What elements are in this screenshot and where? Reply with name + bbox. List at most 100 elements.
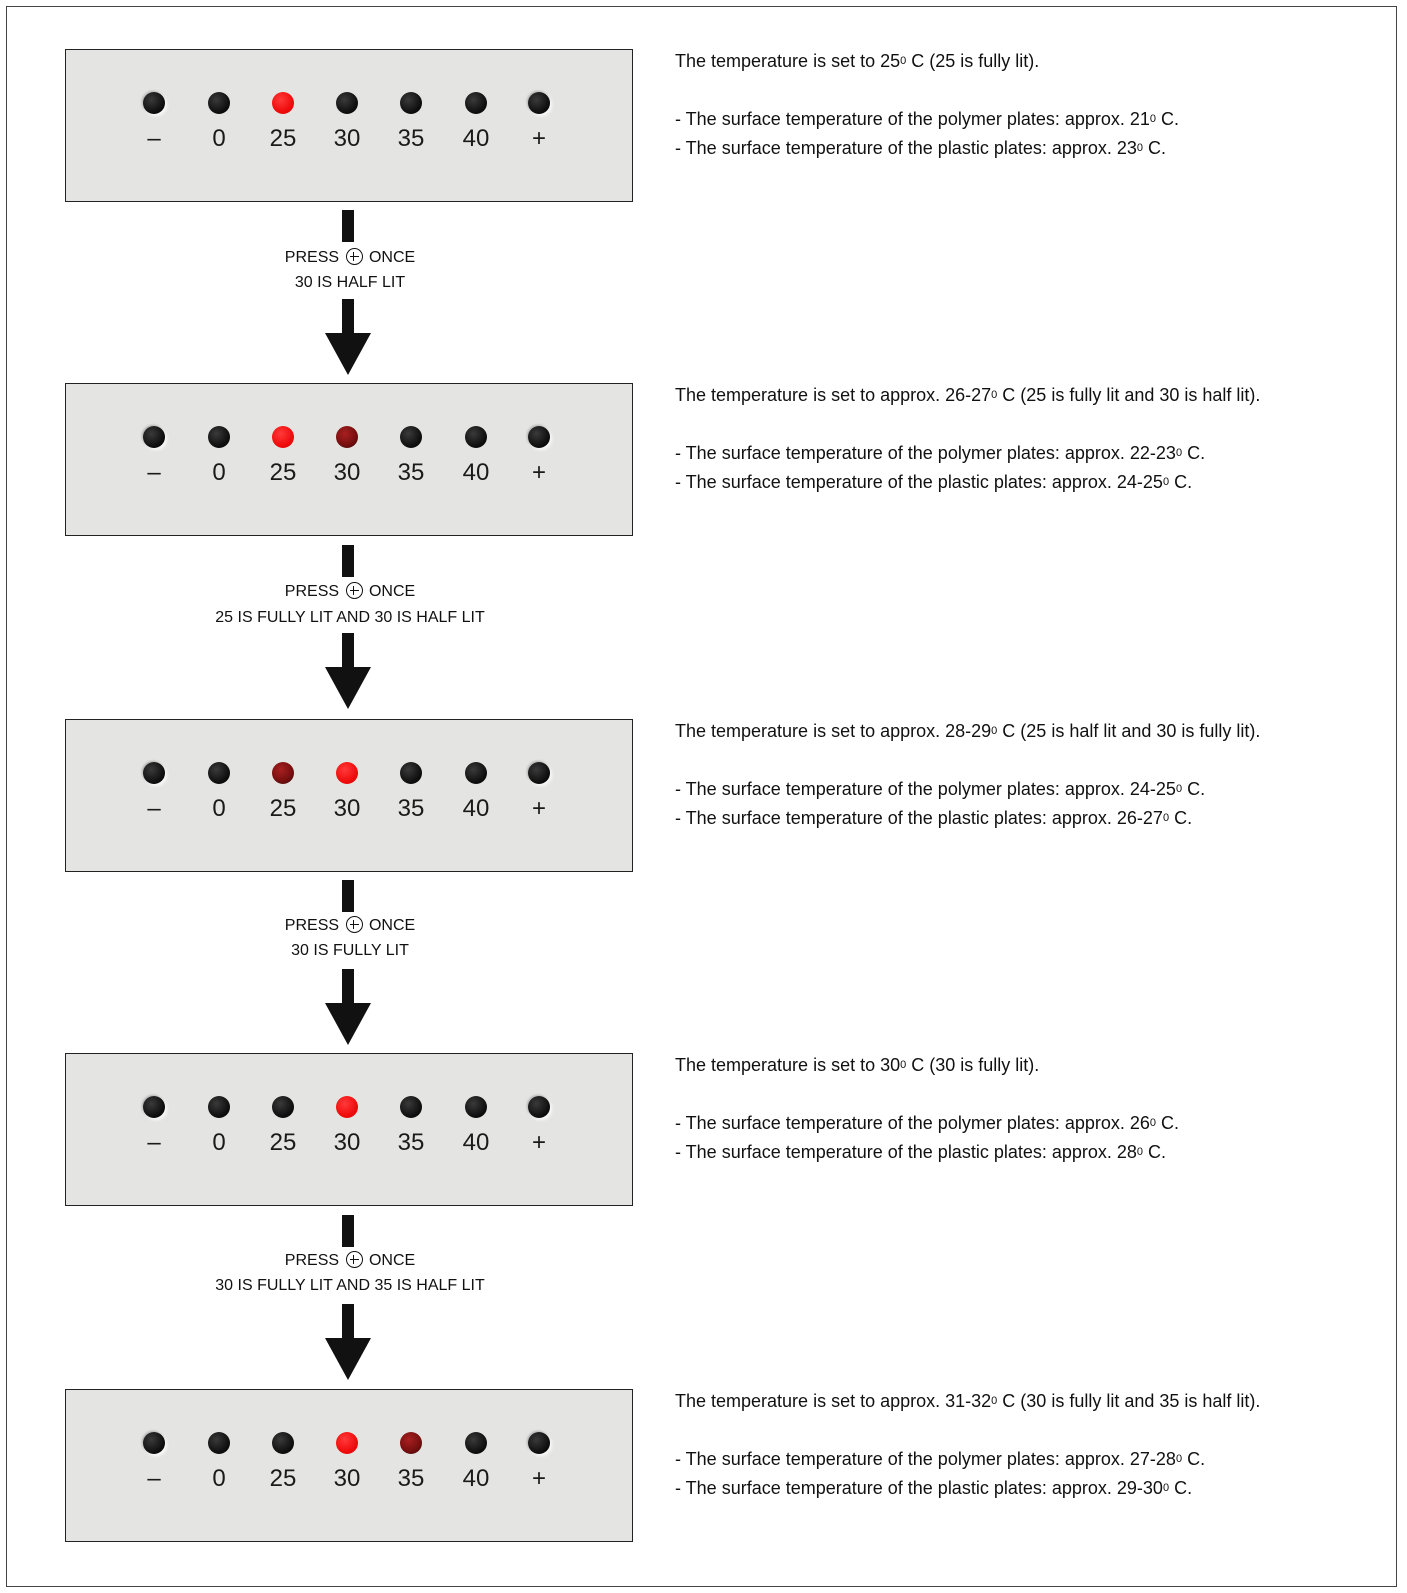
plus-button[interactable] (528, 1432, 550, 1454)
panel-slot-minus[interactable]: – (129, 1096, 179, 1156)
panel-label-0: 0 (212, 795, 226, 822)
panel-label-minus: – (147, 459, 161, 486)
panel-label-minus: – (147, 125, 161, 152)
led-25-half (272, 762, 294, 784)
transition-1-status-caption: 30 IS HALF LIT (294, 274, 406, 291)
panel-label-0: 0 (212, 125, 226, 152)
minus-button[interactable] (143, 1096, 165, 1118)
led-0-off (208, 762, 230, 784)
panel-label-25: 25 (269, 1129, 297, 1156)
transition-1-press-caption: PRESS ONCE (284, 248, 416, 266)
panel-slot-35: 35 (386, 426, 436, 486)
panel-label-40: 40 (462, 1129, 490, 1156)
transition-4-status-caption: 30 IS FULLY LIT AND 35 IS HALF LIT (215, 1277, 485, 1294)
minus-button[interactable] (143, 762, 165, 784)
panel-slot-30: 30 (322, 1432, 372, 1492)
panel-slot-35: 35 (386, 92, 436, 152)
step-1-polymer-text: - The surface temperature of the polymer… (675, 109, 1180, 129)
connector-bar (342, 545, 354, 577)
panel-slot-25: 25 (258, 1432, 308, 1492)
step-4-polymer-text: - The surface temperature of the polymer… (675, 1113, 1180, 1133)
panel-label-0: 0 (212, 459, 226, 486)
panel-label-minus: – (147, 1465, 161, 1492)
diagram-frame (6, 6, 1397, 1587)
panel-slot-35: 35 (386, 1096, 436, 1156)
panel-label-35: 35 (397, 795, 425, 822)
panel-slot-plus[interactable]: + (514, 762, 564, 822)
panel-slot-minus[interactable]: – (129, 92, 179, 152)
connector-bar (342, 210, 354, 242)
panel-slot-35: 35 (386, 762, 436, 822)
panel-slot-minus[interactable]: – (129, 1432, 179, 1492)
panel-label-0: 0 (212, 1465, 226, 1492)
step-2-polymer-text: - The surface temperature of the polymer… (675, 443, 1206, 463)
panel-slot-30: 30 (322, 1096, 372, 1156)
led-0-off (208, 92, 230, 114)
minus-button[interactable] (143, 426, 165, 448)
minus-button[interactable] (143, 92, 165, 114)
panel-slot-30: 30 (322, 762, 372, 822)
step-2-description: The temperature is set to approx. 26-270… (675, 381, 1355, 497)
panel-label-minus: – (147, 795, 161, 822)
panel-slot-30: 30 (322, 426, 372, 486)
panel-slot-0: 0 (194, 1096, 244, 1156)
panel-slot-25: 25 (258, 1096, 308, 1156)
plus-button-icon (345, 248, 363, 265)
panel-label-plus: + (531, 795, 546, 822)
panel-label-plus: + (531, 1465, 546, 1492)
step-5-plastic-text: - The surface temperature of the plastic… (675, 1478, 1193, 1498)
panel-slot-30: 30 (322, 92, 372, 152)
plus-button[interactable] (528, 92, 550, 114)
led-25-off (272, 1096, 294, 1118)
panel-slot-40: 40 (451, 762, 501, 822)
plus-button-icon (345, 916, 363, 933)
panel-slot-plus[interactable]: + (514, 1096, 564, 1156)
panel-label-40: 40 (462, 459, 490, 486)
led-0-off (208, 426, 230, 448)
step-2-setting-text: The temperature is set to approx. 26-270… (675, 385, 1261, 405)
panel-label-plus: + (531, 459, 546, 486)
panel-slot-plus[interactable]: + (514, 92, 564, 152)
led-25-full (272, 92, 294, 114)
panel-slot-35: 35 (386, 1432, 436, 1492)
panel-slot-plus[interactable]: + (514, 426, 564, 486)
step-5-polymer-text: - The surface temperature of the polymer… (675, 1449, 1206, 1469)
step-3-setting-text: The temperature is set to approx. 28-290… (675, 721, 1261, 741)
down-arrow-icon (325, 633, 371, 709)
plus-button[interactable] (528, 426, 550, 448)
led-35-half (400, 1432, 422, 1454)
panel-slot-minus[interactable]: – (129, 426, 179, 486)
led-40-off (465, 92, 487, 114)
minus-button[interactable] (143, 1432, 165, 1454)
connector-bar (342, 1215, 354, 1247)
panel-label-40: 40 (462, 125, 490, 152)
panel-slot-25: 25 (258, 762, 308, 822)
led-30-full (336, 1432, 358, 1454)
panel-label-plus: + (531, 1129, 546, 1156)
panel-label-35: 35 (397, 1465, 425, 1492)
panel-slot-minus[interactable]: – (129, 762, 179, 822)
led-0-off (208, 1096, 230, 1118)
led-25-off (272, 1432, 294, 1454)
down-arrow-icon (325, 1304, 371, 1380)
panel-slot-0: 0 (194, 92, 244, 152)
step-4-description: The temperature is set to 300 C (30 is f… (675, 1051, 1355, 1167)
panel-label-35: 35 (397, 459, 425, 486)
panel-label-35: 35 (397, 1129, 425, 1156)
plus-button-icon (345, 1251, 363, 1268)
panel-label-40: 40 (462, 795, 490, 822)
panel-label-30: 30 (333, 1465, 361, 1492)
panel-label-25: 25 (269, 795, 297, 822)
panel-slot-plus[interactable]: + (514, 1432, 564, 1492)
step-4-setting-text: The temperature is set to 300 C (30 is f… (675, 1055, 1040, 1075)
down-arrow-icon (325, 969, 371, 1045)
transition-2-status-caption: 25 IS FULLY LIT AND 30 IS HALF LIT (215, 609, 485, 626)
connector-bar (342, 880, 354, 912)
plus-button[interactable] (528, 762, 550, 784)
panel-label-minus: – (147, 1129, 161, 1156)
panel-label-30: 30 (333, 1129, 361, 1156)
panel-slot-25: 25 (258, 426, 308, 486)
plus-button[interactable] (528, 1096, 550, 1118)
